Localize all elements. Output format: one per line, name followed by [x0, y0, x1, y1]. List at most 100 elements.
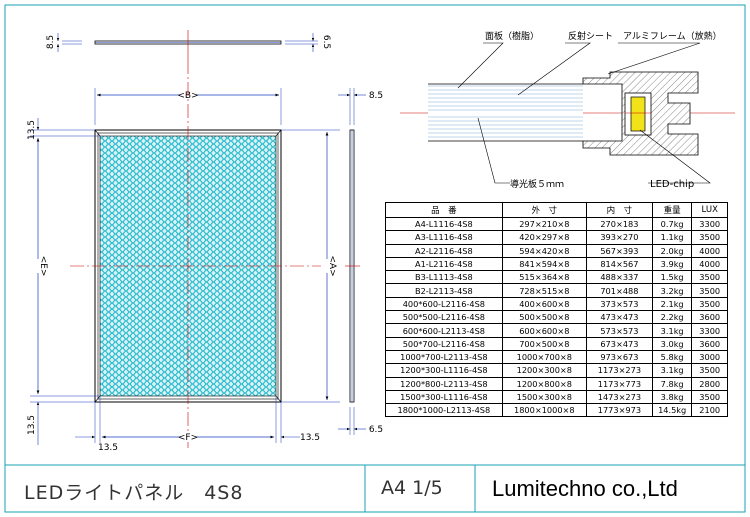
cell-outer-size: 1500×300×8: [501, 389, 587, 405]
cell-inner-size: 393×270: [585, 230, 653, 245]
cell-weight: 1.5kg: [651, 270, 693, 285]
dim-side-thickness: 8.5: [369, 91, 383, 101]
cell-part-number: 1000*700-L2113-4S8: [385, 349, 503, 365]
led-chip: [630, 96, 646, 132]
cell-inner-size: 1173×773: [585, 376, 653, 391]
cell-weight: 3.1kg: [651, 363, 693, 378]
header-inner-size: 内 寸: [585, 202, 653, 218]
cell-outer-size: 500×500×8: [501, 310, 587, 325]
cell-outer-size: 1200×800×8: [501, 376, 587, 391]
header-weight: 重量: [651, 202, 693, 218]
cell-lux: 3300: [691, 323, 728, 338]
cell-outer-size: 594×420×8: [501, 243, 587, 258]
cell-part-number: 500*700-L2116-4S8: [385, 336, 503, 351]
cell-lux: 3500: [691, 389, 728, 405]
cell-weight: 3.0kg: [651, 336, 693, 351]
cell-weight: 2.1kg: [651, 296, 693, 312]
cell-weight: 3.9kg: [651, 256, 693, 272]
cell-outer-size: 700×500×8: [501, 336, 587, 351]
label-front-plate: 面板（樹脂）: [485, 30, 539, 42]
cell-outer-size: 1200×300×8: [501, 363, 587, 378]
cell-part-number: 1200*800-L2113-4S8: [385, 376, 503, 391]
cell-weight: 7.8kg: [651, 376, 693, 391]
dim-height-outer: <A>: [327, 255, 337, 276]
label-aluminum-frame: アルミフレーム（放熱）: [623, 30, 722, 42]
light-guide-layers: [428, 84, 583, 141]
cell-inner-size: 1473×273: [585, 389, 653, 405]
cell-lux: 3300: [691, 216, 728, 232]
dim-right-margin: 13.5: [300, 433, 320, 443]
cell-weight: 1.1kg: [651, 230, 693, 245]
dim-top-thickness: 8.5: [46, 35, 56, 49]
cell-outer-size: 841×594×8: [501, 256, 587, 272]
cell-inner-size: 488×337: [585, 270, 653, 285]
cell-lux: 3500: [691, 296, 728, 312]
header-outer-size: 外 寸: [501, 202, 587, 218]
cell-outer-size: 600×600×8: [501, 323, 587, 338]
cell-lux: 3600: [691, 336, 728, 351]
cell-weight: 2.2kg: [651, 310, 693, 325]
cell-inner-size: 270×183: [585, 216, 653, 232]
cell-part-number: 1200*300-L1116-4S8: [385, 363, 503, 378]
dim-bottom-margin: 13.5: [27, 415, 37, 435]
cell-outer-size: 1800×1000×8: [501, 403, 587, 418]
cell-inner-size: 673×473: [585, 336, 653, 351]
cell-weight: 0.7kg: [651, 216, 693, 232]
cell-part-number: 600*600-L2113-4S8: [385, 323, 503, 338]
cross-section: 面板（樹脂） 反射シート アルミフレーム（放熱） 導光板５ｍｍ LED-chip: [400, 30, 735, 190]
header-lux: LUX: [691, 202, 728, 218]
cell-inner-size: 567×393: [585, 243, 653, 258]
cell-part-number: 500*500-L2116-4S8: [385, 310, 503, 325]
cell-inner-size: 473×473: [585, 310, 653, 325]
spec-table-header: 品 番 外 寸 内 寸 重量 LUX: [385, 202, 728, 218]
cell-lux: 2800: [691, 376, 728, 391]
cell-inner-size: 701×488: [585, 283, 653, 298]
cell-part-number: B2-L2113-4S8: [385, 283, 503, 298]
cell-part-number: 400*600-L2116-4S8: [385, 296, 503, 312]
cell-weight: 5.8kg: [651, 349, 693, 365]
cell-weight: 14.5kg: [651, 403, 693, 418]
cell-lux: 3500: [691, 270, 728, 285]
cell-outer-size: 400×600×8: [501, 296, 587, 312]
cell-outer-size: 297×210×8: [501, 216, 587, 232]
cell-inner-size: 1173×273: [585, 363, 653, 378]
dim-width-inner: <F>: [178, 433, 198, 443]
cell-part-number: 1800*1000-L2113-4S8: [385, 403, 503, 418]
dim-height-inner: <E>: [38, 256, 48, 277]
cell-inner-size: 373×573: [585, 296, 653, 312]
product-name: LEDライトパネル 4S8: [24, 482, 244, 504]
cell-inner-size: 814×567: [585, 256, 653, 272]
cell-lux: 3600: [691, 310, 728, 325]
cell-weight: 3.1kg: [651, 323, 693, 338]
cell-part-number: A1-L2116-4S8: [385, 256, 503, 272]
cell-lux: 3500: [691, 363, 728, 378]
cell-part-number: 1500*300-L1116-4S8: [385, 389, 503, 405]
front-view: 8.5 6.5 <B> <E> 13.5: [27, 30, 383, 453]
label-light-guide-plate: 導光板５ｍｍ: [510, 178, 564, 190]
cell-outer-size: 728×515×8: [501, 283, 587, 298]
label-led-chip: LED-chip: [650, 179, 694, 190]
cell-lux: 3500: [691, 283, 728, 298]
dim-bottom-thickness: 6.5: [369, 425, 383, 435]
sheet-info: A4 1/5: [381, 477, 443, 499]
cell-lux: 4000: [691, 243, 728, 258]
cell-lux: 3500: [691, 230, 728, 245]
dim-left-margin: 13.5: [98, 443, 118, 453]
cell-weight: 3.8kg: [651, 389, 693, 405]
cell-outer-size: 420×297×8: [501, 230, 587, 245]
cell-part-number: A3-L1116-4S8: [385, 230, 503, 245]
